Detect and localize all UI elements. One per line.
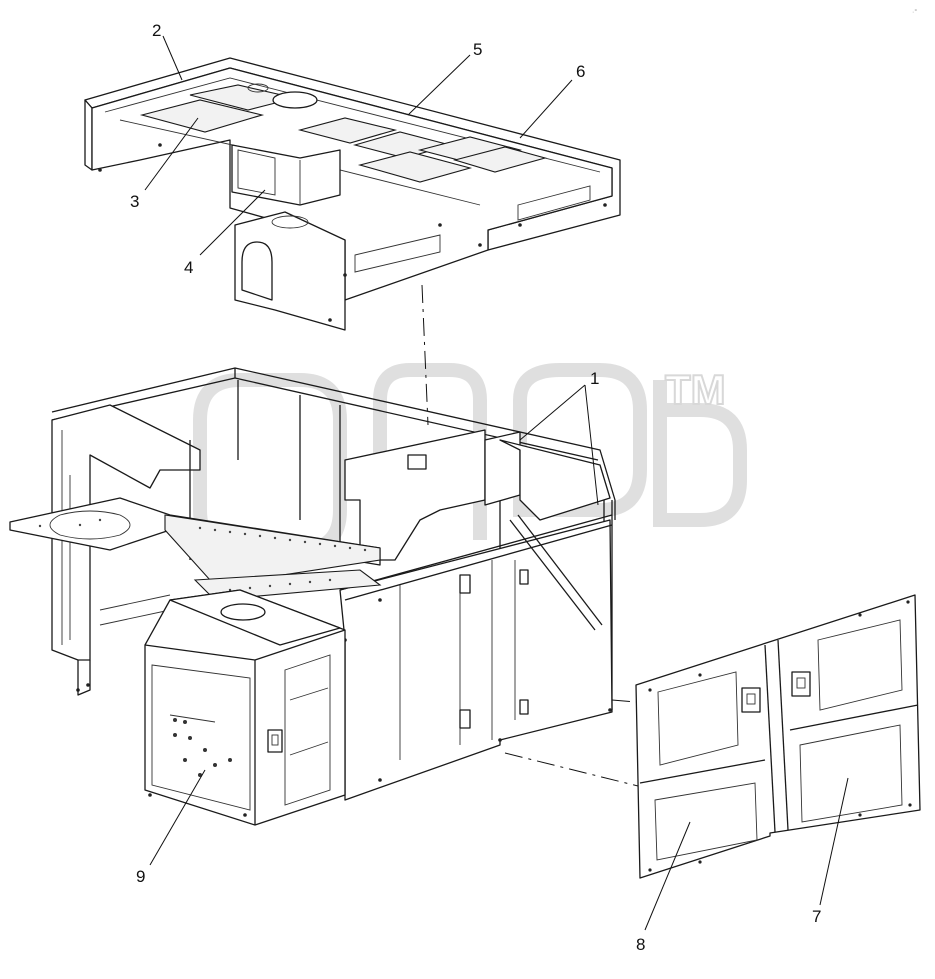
callout-8: 8 [636,935,645,954]
callouts: 1 2 3 4 5 6 7 8 9 [130,21,849,954]
door-axis-line-lower [504,752,639,787]
top-cover-assembly [84,57,621,331]
callout-7: 7 [812,907,821,926]
main-frame [9,367,616,801]
callout-5: 5 [473,40,482,59]
door-axis-line-upper [611,699,637,703]
callout-2: 2 [152,21,161,40]
watermark-tm: TM [665,366,726,413]
callout-4: 4 [184,258,193,277]
assembly-axis-line [421,284,429,426]
callout-6: 6 [576,62,585,81]
callout-9: 9 [136,867,145,886]
callout-3: 3 [130,192,139,211]
side-door-panels [635,594,921,879]
corner-mark: ·° [912,8,917,16]
callout-1: 1 [590,369,599,388]
console-box [144,589,346,826]
